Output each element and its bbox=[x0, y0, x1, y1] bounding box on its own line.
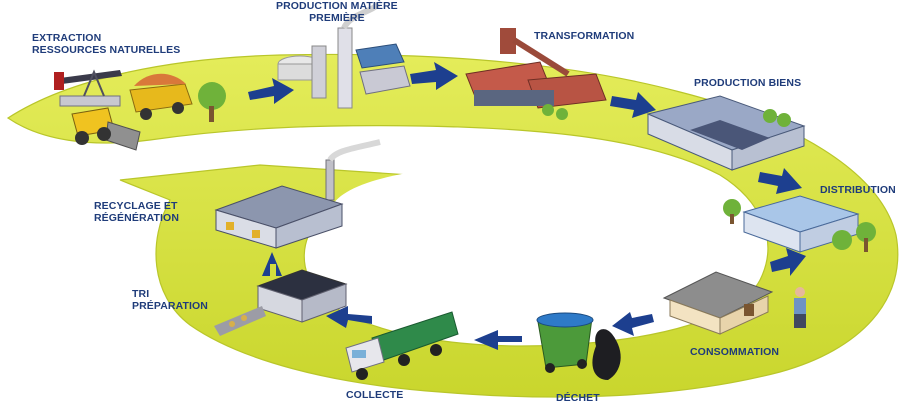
flow-arrow bbox=[610, 92, 656, 118]
label-tri-preparation: TRI PRÉPARATION bbox=[132, 288, 208, 312]
label-distribution: DISTRIBUTION bbox=[820, 184, 896, 196]
label-dechet: DÉCHET bbox=[556, 392, 600, 404]
consumption-house-illustration bbox=[662, 271, 806, 335]
label-production-matiere: PRODUCTION MATIÈRE PREMIÈRE bbox=[276, 0, 398, 24]
label-consommation: CONSOMMATION bbox=[690, 346, 780, 358]
label-production-biens: PRODUCTION BIENS bbox=[694, 77, 802, 89]
flow-arrow bbox=[262, 252, 282, 276]
label-extraction: EXTRACTION RESSOURCES NATURELLES bbox=[32, 32, 181, 56]
goods-production-building-illustration bbox=[646, 95, 806, 171]
flow-arrow bbox=[758, 168, 802, 194]
recycling-factory-illustration bbox=[214, 139, 381, 249]
transformation-factory-illustration bbox=[465, 28, 607, 120]
label-recyclage: RECYCLAGE ET RÉGÉNÉRATION bbox=[94, 200, 180, 224]
flow-arrow bbox=[410, 62, 458, 90]
flow-arrow bbox=[612, 312, 654, 336]
waste-bin-illustration bbox=[536, 312, 621, 380]
flow-arrow bbox=[474, 330, 522, 350]
flow-arrows bbox=[248, 62, 806, 350]
raw-material-plant-illustration bbox=[277, 1, 411, 109]
collection-truck-illustration bbox=[345, 311, 459, 380]
flow-arrow bbox=[770, 248, 806, 276]
label-collecte: COLLECTE bbox=[346, 389, 404, 401]
distribution-warehouse-illustration bbox=[723, 195, 876, 253]
flow-arrow bbox=[248, 78, 294, 104]
flow-arrow bbox=[326, 306, 372, 328]
label-transformation: TRANSFORMATION bbox=[534, 30, 635, 42]
cycle-hole bbox=[325, 165, 737, 321]
sorting-plant-illustration bbox=[214, 269, 348, 336]
extraction-illustration bbox=[54, 69, 226, 151]
